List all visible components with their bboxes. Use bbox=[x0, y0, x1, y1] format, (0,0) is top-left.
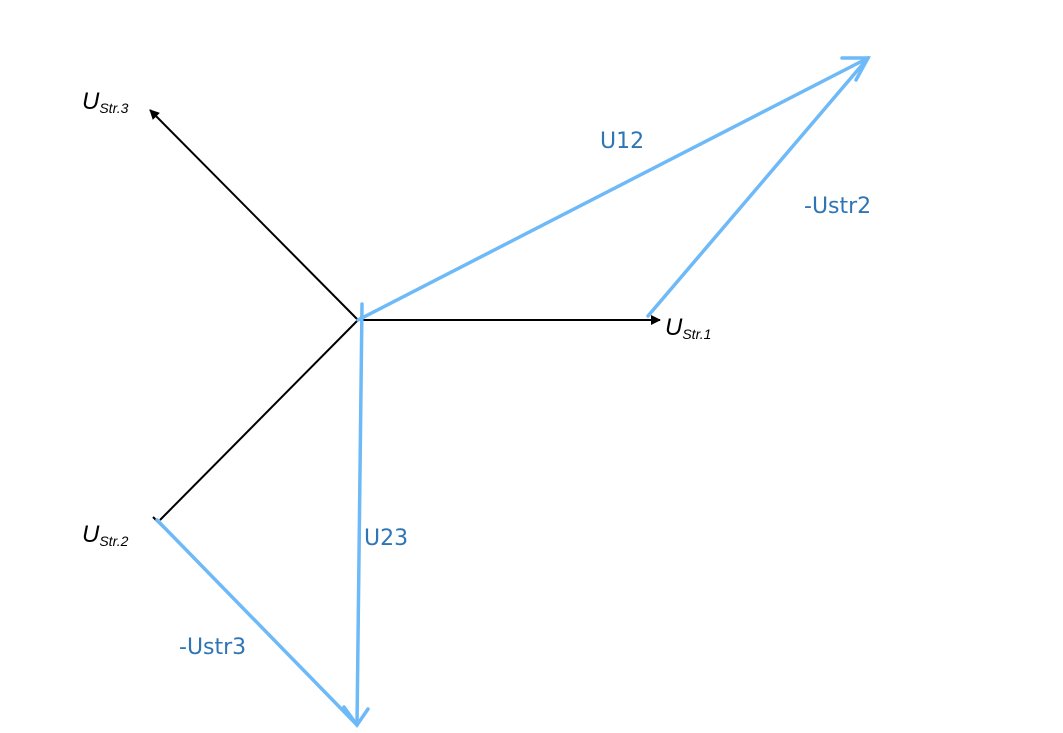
ustr1-label: UStr.1 bbox=[665, 314, 711, 342]
u12-vector bbox=[356, 56, 871, 322]
u23-label: U23 bbox=[364, 526, 408, 551]
ustr3-label: UStr.3 bbox=[82, 88, 129, 116]
neg-ustr2-label: -Ustr2 bbox=[804, 194, 871, 219]
ustr2-vector bbox=[159, 319, 359, 521]
neg-ustr3-vector bbox=[155, 518, 359, 727]
ustr2-label: UStr.2 bbox=[82, 521, 129, 549]
u12-label: U12 bbox=[600, 129, 644, 154]
neg-ustr3-label: -Ustr3 bbox=[179, 635, 246, 660]
neg-ustr2-vector bbox=[646, 56, 870, 318]
ustr3-vector bbox=[149, 109, 359, 321]
u23-vector bbox=[342, 302, 370, 729]
